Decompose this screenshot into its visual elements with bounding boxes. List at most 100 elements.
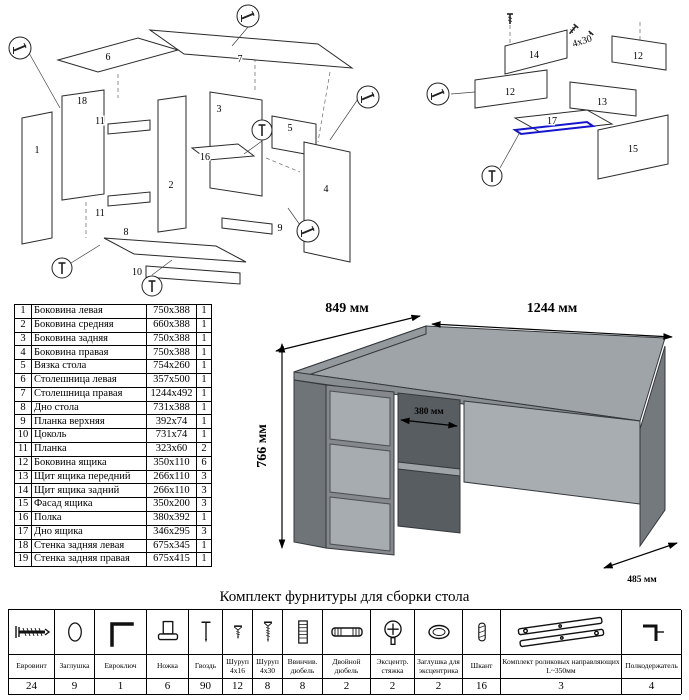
hardware-callouts bbox=[8, 4, 380, 297]
drawer-slides-icon bbox=[501, 610, 621, 655]
parts-cell-name: Стенка задняя правая bbox=[31, 552, 147, 568]
parts-cell-num: 12 bbox=[14, 455, 32, 471]
nail-callout-icon bbox=[481, 165, 503, 187]
hex-key-icon bbox=[95, 610, 146, 655]
hardware-item-qty: 12 bbox=[232, 680, 243, 692]
drawer-label-13: 13 bbox=[597, 97, 607, 108]
parts-cell-qty: 1 bbox=[196, 414, 212, 430]
parts-cell-name: Фасад ящика bbox=[31, 497, 147, 512]
hardware-item-name: Заглушка для эксцентрика bbox=[415, 655, 462, 679]
hardware-item-name: Шуруп 4x30 bbox=[253, 655, 282, 679]
parts-cell-size: 675x345 bbox=[146, 538, 197, 554]
parts-cell-num: 6 bbox=[14, 372, 32, 388]
parts-cell-size: 750x388 bbox=[146, 304, 197, 319]
part-top-right bbox=[148, 29, 354, 69]
part-plinth bbox=[145, 265, 241, 285]
parts-cell-name: Планка верхняя bbox=[31, 414, 147, 430]
parts-cell-qty: 1 bbox=[196, 428, 212, 443]
part-label-16: 16 bbox=[200, 152, 210, 163]
dim-label-485: 485 мм bbox=[627, 575, 657, 585]
hardware-item-napravlyayushchie: Комплект роликовых направляющих L~350мм … bbox=[501, 610, 622, 694]
parts-cell-num: 1 bbox=[14, 304, 32, 319]
hardware-item-qty: 2 bbox=[389, 680, 396, 692]
parts-cell-name: Боковина средняя bbox=[31, 317, 147, 333]
drawer-side-left bbox=[474, 69, 548, 109]
parts-cell-qty: 1 bbox=[196, 386, 212, 402]
part-label-5: 5 bbox=[288, 123, 293, 134]
furniture-leg-icon bbox=[147, 610, 188, 655]
screw-4x30-icon bbox=[253, 610, 282, 655]
drawer-side-right bbox=[611, 35, 667, 71]
parts-cell-qty: 3 bbox=[196, 524, 212, 540]
parts-cell-num: 7 bbox=[14, 386, 32, 402]
hardware-item-name: Ножка bbox=[147, 655, 188, 679]
drawer-guide-lines bbox=[509, 18, 641, 44]
hardware-item-qty: 2 bbox=[435, 680, 442, 692]
part-label-2: 2 bbox=[169, 180, 174, 191]
parts-cell-qty: 1 bbox=[196, 359, 212, 374]
plug-cap-icon bbox=[55, 610, 94, 655]
parts-cell-name: Боковина задняя bbox=[31, 331, 147, 347]
parts-cell-name: Дно стола bbox=[31, 400, 147, 416]
nail-callout-icon bbox=[51, 257, 73, 279]
hardware-item-qty: 90 bbox=[200, 680, 211, 692]
part-label-9: 9 bbox=[278, 223, 283, 234]
parts-cell-num: 2 bbox=[14, 317, 32, 333]
hardware-item-name: Евроключ bbox=[95, 655, 146, 679]
parts-cell-qty: 6 bbox=[196, 455, 212, 471]
screw-4x16-icon bbox=[223, 610, 252, 655]
hardware-item-qty: 3 bbox=[558, 680, 564, 692]
part-plank-upper bbox=[107, 119, 151, 135]
parts-cell-size: 754x260 bbox=[146, 359, 197, 374]
dim-label-1244: 1244 мм bbox=[527, 301, 578, 316]
hardware-item-eurovint: Евровинт 24 bbox=[9, 610, 55, 694]
drawer-label-14: 14 bbox=[529, 50, 539, 61]
hardware-item-shkant: Шкант 16 bbox=[463, 610, 501, 694]
parts-cell-name: Вязка стола bbox=[31, 359, 147, 374]
euro-screw-callout-icon bbox=[296, 219, 320, 243]
desk-cabinet-left-side bbox=[293, 379, 327, 549]
parts-cell-num: 15 bbox=[14, 497, 32, 512]
parts-cell-name: Боковина правая bbox=[31, 345, 147, 361]
parts-cell-num: 10 bbox=[14, 428, 32, 443]
parts-cell-qty: 2 bbox=[196, 441, 212, 457]
dowel-callout-icon bbox=[251, 119, 273, 141]
parts-cell-size: 750x388 bbox=[146, 331, 197, 347]
part-back-left-wall bbox=[61, 89, 105, 201]
part-label-11b: 11 bbox=[95, 208, 105, 219]
cam-lock-icon bbox=[371, 610, 414, 655]
dim-label-766: 766 мм bbox=[255, 424, 270, 468]
parts-cell-size: 380x392 bbox=[146, 510, 197, 526]
parts-cell-qty: 3 bbox=[196, 469, 212, 485]
hardware-item-polkoderzhatel: Полкодержатель 4 bbox=[622, 610, 682, 694]
dim-arrow-380 bbox=[400, 417, 458, 429]
desk-drawer-front-1 bbox=[329, 390, 391, 447]
wood-dowel-icon bbox=[463, 610, 500, 655]
assembly-guide-lines bbox=[85, 58, 331, 238]
part-top-left bbox=[56, 37, 180, 73]
part-label-3: 3 bbox=[217, 104, 222, 115]
part-label-6: 6 bbox=[106, 52, 111, 63]
parts-cell-num: 5 bbox=[14, 359, 32, 374]
hardware-item-name: Комплект роликовых направляющих L~350мм bbox=[501, 655, 621, 679]
parts-cell-qty: 1 bbox=[196, 538, 212, 554]
part-left-side bbox=[21, 111, 53, 245]
parts-cell-size: 675x415 bbox=[146, 552, 197, 568]
parts-cell-num: 16 bbox=[14, 510, 32, 526]
hardware-item-name: Шуруп 4x16 bbox=[223, 655, 252, 679]
parts-cell-qty: 1 bbox=[196, 510, 212, 526]
hardware-item-zaglushka: Заглушка 9 bbox=[55, 610, 95, 694]
parts-cell-num: 18 bbox=[14, 538, 32, 554]
part-label-4: 4 bbox=[324, 184, 329, 195]
euro-screw-icon bbox=[9, 610, 54, 655]
